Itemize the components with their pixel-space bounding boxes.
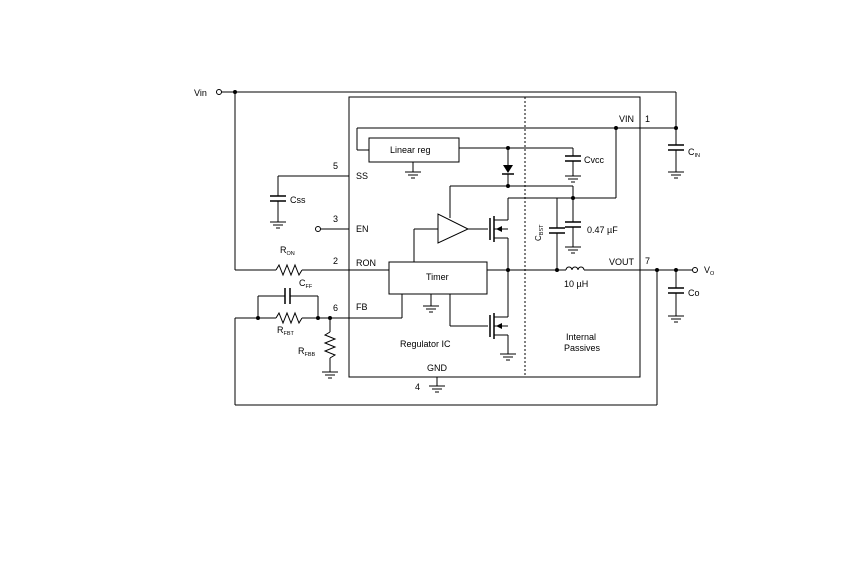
bootstrap-diode bbox=[502, 148, 514, 188]
co-label: Co bbox=[688, 288, 700, 298]
co-capacitor bbox=[667, 270, 685, 323]
fb-network bbox=[256, 288, 403, 379]
internal-passives-label-2: Passives bbox=[564, 343, 601, 353]
high-side-mosfet bbox=[489, 198, 509, 270]
css-label: Css bbox=[290, 195, 306, 205]
rfbb-label: RFBB bbox=[298, 346, 316, 358]
gnd-pin bbox=[428, 377, 446, 393]
regulator-ic-outline bbox=[348, 96, 641, 378]
inductor bbox=[565, 266, 698, 273]
pin-vin-name: VIN bbox=[619, 114, 634, 124]
vin-label: Vin bbox=[194, 88, 207, 98]
regulator-ic-label: Regulator IC bbox=[400, 339, 451, 349]
pin-ss-name: SS bbox=[356, 171, 368, 181]
pin-ron-name: RON bbox=[356, 258, 376, 268]
linear-reg-label: Linear reg bbox=[390, 145, 431, 155]
timer-label: Timer bbox=[426, 272, 449, 282]
vcc-net bbox=[459, 146, 582, 183]
pin-gnd-num: 4 bbox=[415, 382, 420, 392]
vin-terminal[interactable] bbox=[216, 89, 222, 95]
ron-resistor bbox=[275, 263, 389, 277]
cbst-label: CBST bbox=[534, 224, 545, 241]
boot-net bbox=[449, 185, 582, 254]
pin-vout-name: VOUT bbox=[609, 257, 635, 267]
pin-gnd-name: GND bbox=[427, 363, 448, 373]
internal-passives-label-1: Internal bbox=[566, 332, 596, 342]
cin-label: CIN bbox=[688, 147, 700, 159]
cin-capacitor bbox=[667, 144, 685, 179]
cff-label: CFF bbox=[299, 278, 313, 290]
pin-ss-num: 5 bbox=[333, 161, 338, 171]
vin-rail bbox=[216, 89, 677, 271]
timer-block bbox=[388, 261, 488, 295]
cbst-value-label: 0.47 µF bbox=[587, 225, 618, 235]
gate-driver-amplifier bbox=[413, 212, 488, 262]
en-net bbox=[315, 226, 349, 232]
vo-label: VO bbox=[704, 265, 715, 277]
linear-reg-ground bbox=[404, 171, 422, 179]
pin-en-num: 3 bbox=[333, 214, 338, 224]
pin-fb-name: FB bbox=[356, 302, 368, 312]
pin-ron-num: 2 bbox=[333, 256, 338, 266]
feedback-return bbox=[234, 270, 658, 406]
inductor-value-label: 10 µH bbox=[564, 279, 588, 289]
linear-reg-block bbox=[368, 137, 460, 163]
cvcc-label: Cvcc bbox=[584, 155, 604, 165]
ron-label: RON bbox=[280, 245, 295, 257]
en-terminal[interactable] bbox=[315, 226, 321, 232]
pin-vin-num: 1 bbox=[645, 114, 650, 124]
rfbt-label: RFBT bbox=[277, 325, 295, 337]
cbst-capacitor bbox=[549, 197, 573, 270]
ss-net bbox=[269, 175, 349, 229]
switch-node bbox=[487, 268, 566, 272]
vo-terminal[interactable] bbox=[692, 267, 698, 273]
low-side-mosfet bbox=[489, 270, 517, 361]
timer-ground bbox=[422, 305, 440, 313]
pin-vout-num: 7 bbox=[645, 256, 650, 266]
pin-fb-num: 6 bbox=[333, 303, 338, 313]
vin-internal-rail bbox=[356, 126, 678, 199]
pin-en-name: EN bbox=[356, 224, 369, 234]
